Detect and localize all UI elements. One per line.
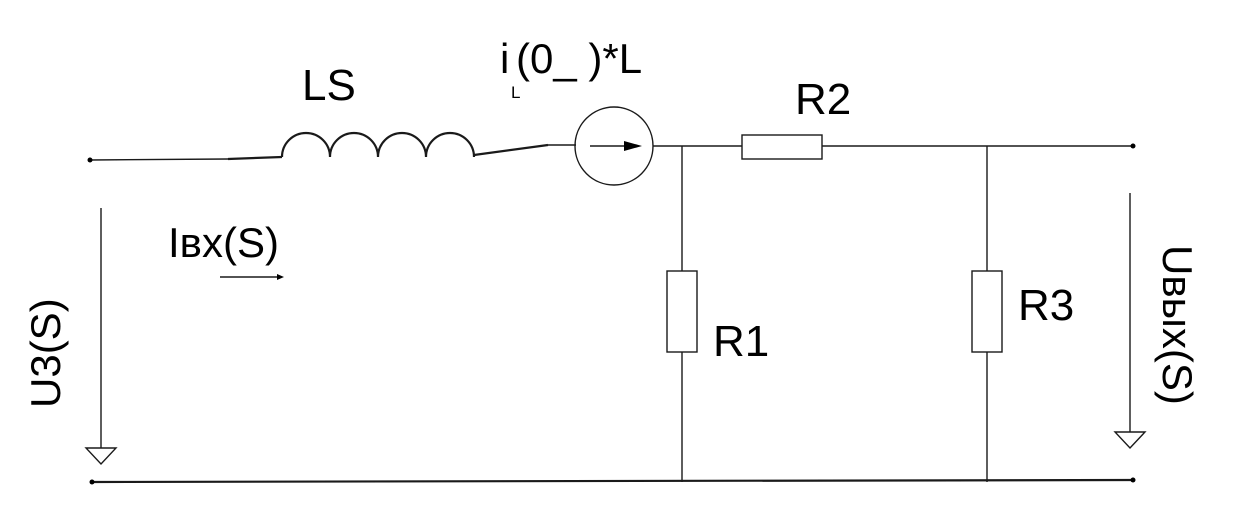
- wire-bottom-rail: [91, 478, 1134, 484]
- r1-label: R1: [713, 317, 769, 366]
- terminal-input-top: [87, 157, 93, 163]
- input-current-label: Iвх(S): [168, 219, 279, 266]
- wire-inductor-lead-left: [227, 155, 283, 161]
- inductor-ls: [280, 131, 476, 158]
- output-voltage-label: Uвых(S): [1154, 245, 1201, 405]
- input-voltage-arrow-head: [84, 447, 118, 466]
- r2-label: R2: [795, 75, 851, 124]
- terminal-input-bottom: [89, 479, 95, 485]
- input-current-arrow-head: [277, 274, 284, 280]
- inductor-label: LS: [302, 61, 356, 110]
- wire-input-top: [89, 158, 229, 161]
- wire-inductor-lead-right: [473, 143, 549, 157]
- source-label-rest: (0_ )*L: [516, 35, 642, 82]
- source-arrow-head: [624, 141, 642, 151]
- source-label-main: i: [500, 35, 509, 82]
- terminal-output-bottom: [1130, 477, 1136, 483]
- resistor-r2: [741, 134, 823, 160]
- terminal-output-top: [1130, 143, 1136, 149]
- r3-label: R3: [1018, 281, 1074, 330]
- resistor-r3: [971, 270, 1003, 353]
- input-voltage-label: U3(S): [22, 298, 69, 408]
- source-label-sub: L: [511, 83, 520, 102]
- resistor-r1: [666, 270, 698, 353]
- output-voltage-arrow-head: [1113, 431, 1147, 450]
